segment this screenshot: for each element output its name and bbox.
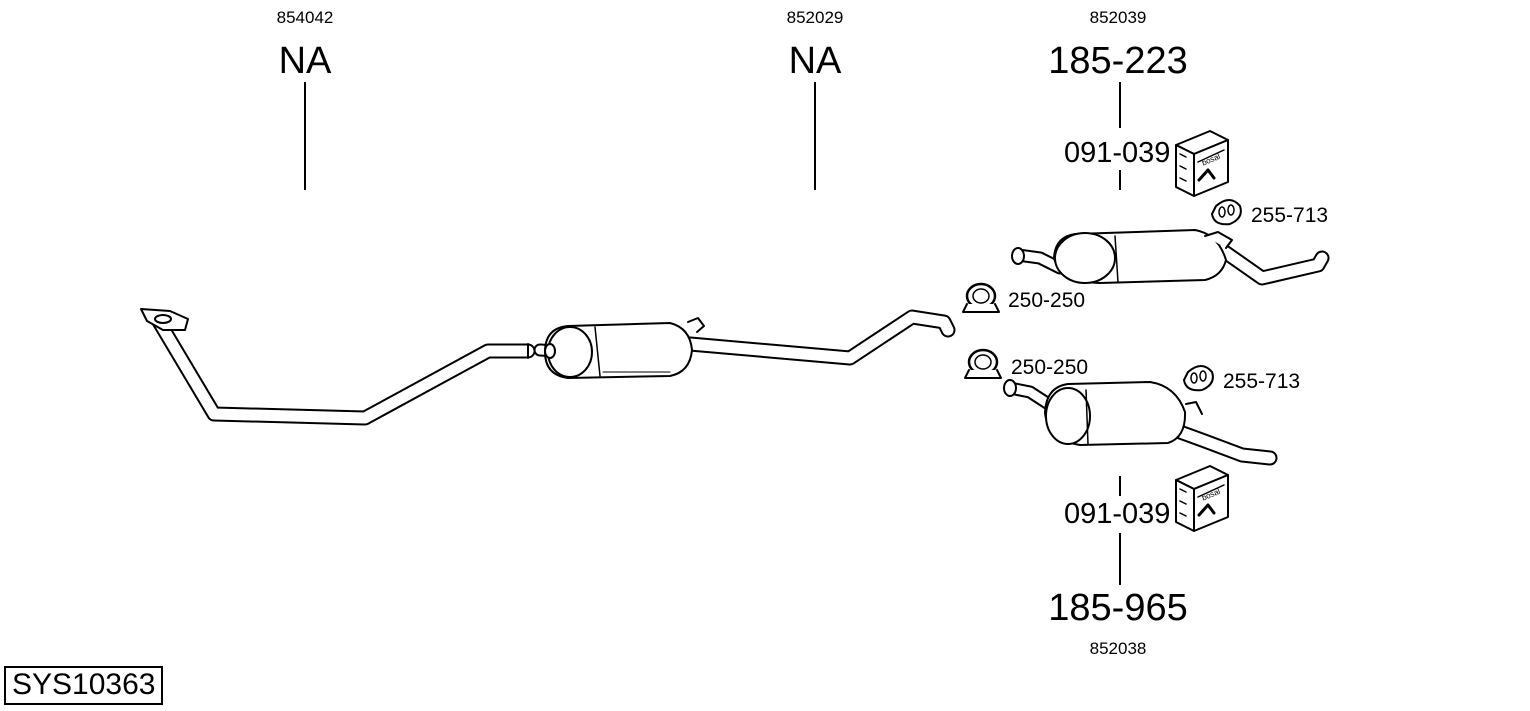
part-ref-852029: 852029	[786, 8, 844, 27]
leader-line-upper-b	[1119, 170, 1121, 190]
clamp-icon-upper	[962, 282, 1000, 313]
part-code-front-pipe: NA	[278, 40, 332, 82]
part-code-rear-silencer-upper: 185-223	[1048, 40, 1188, 82]
part-code-middle-silencer: NA	[788, 40, 842, 82]
rear-silencer-upper-drawing	[1011, 229, 1330, 286]
leader-line-middle-silencer	[814, 82, 816, 190]
fitting-kit-code-lower: 091-039	[1064, 498, 1171, 530]
fitting-kit-code-upper: 091-039	[1064, 137, 1171, 169]
part-ref-854042: 854042	[276, 8, 334, 27]
clamp-code-upper: 250-250	[1008, 289, 1086, 312]
hanger-code-lower: 255-713	[1223, 370, 1301, 393]
clamp-icon-lower	[964, 348, 1002, 379]
part-code-rear-silencer-lower: 185-965	[1048, 587, 1188, 629]
rear-silencer-lower-drawing	[1003, 379, 1278, 466]
leader-line-front-pipe	[304, 82, 306, 190]
middle-silencer-drawing	[533, 309, 956, 379]
system-id-box: SYS10363	[4, 666, 164, 705]
front-pipe-drawing	[140, 308, 536, 426]
leader-line-lower-a	[1119, 533, 1121, 585]
part-ref-852039: 852039	[1089, 8, 1147, 27]
leader-line-upper-a	[1119, 82, 1121, 128]
hanger-code-upper: 255-713	[1251, 204, 1329, 227]
part-ref-852038: 852038	[1089, 639, 1147, 658]
fitting-kit-box-icon-upper	[1175, 130, 1229, 197]
hanger-icon-lower	[1183, 365, 1214, 392]
fitting-kit-box-icon-lower	[1175, 465, 1229, 532]
leader-line-lower-b	[1119, 476, 1121, 496]
hanger-icon-upper	[1211, 199, 1242, 226]
clamp-code-lower: 250-250	[1011, 356, 1089, 379]
